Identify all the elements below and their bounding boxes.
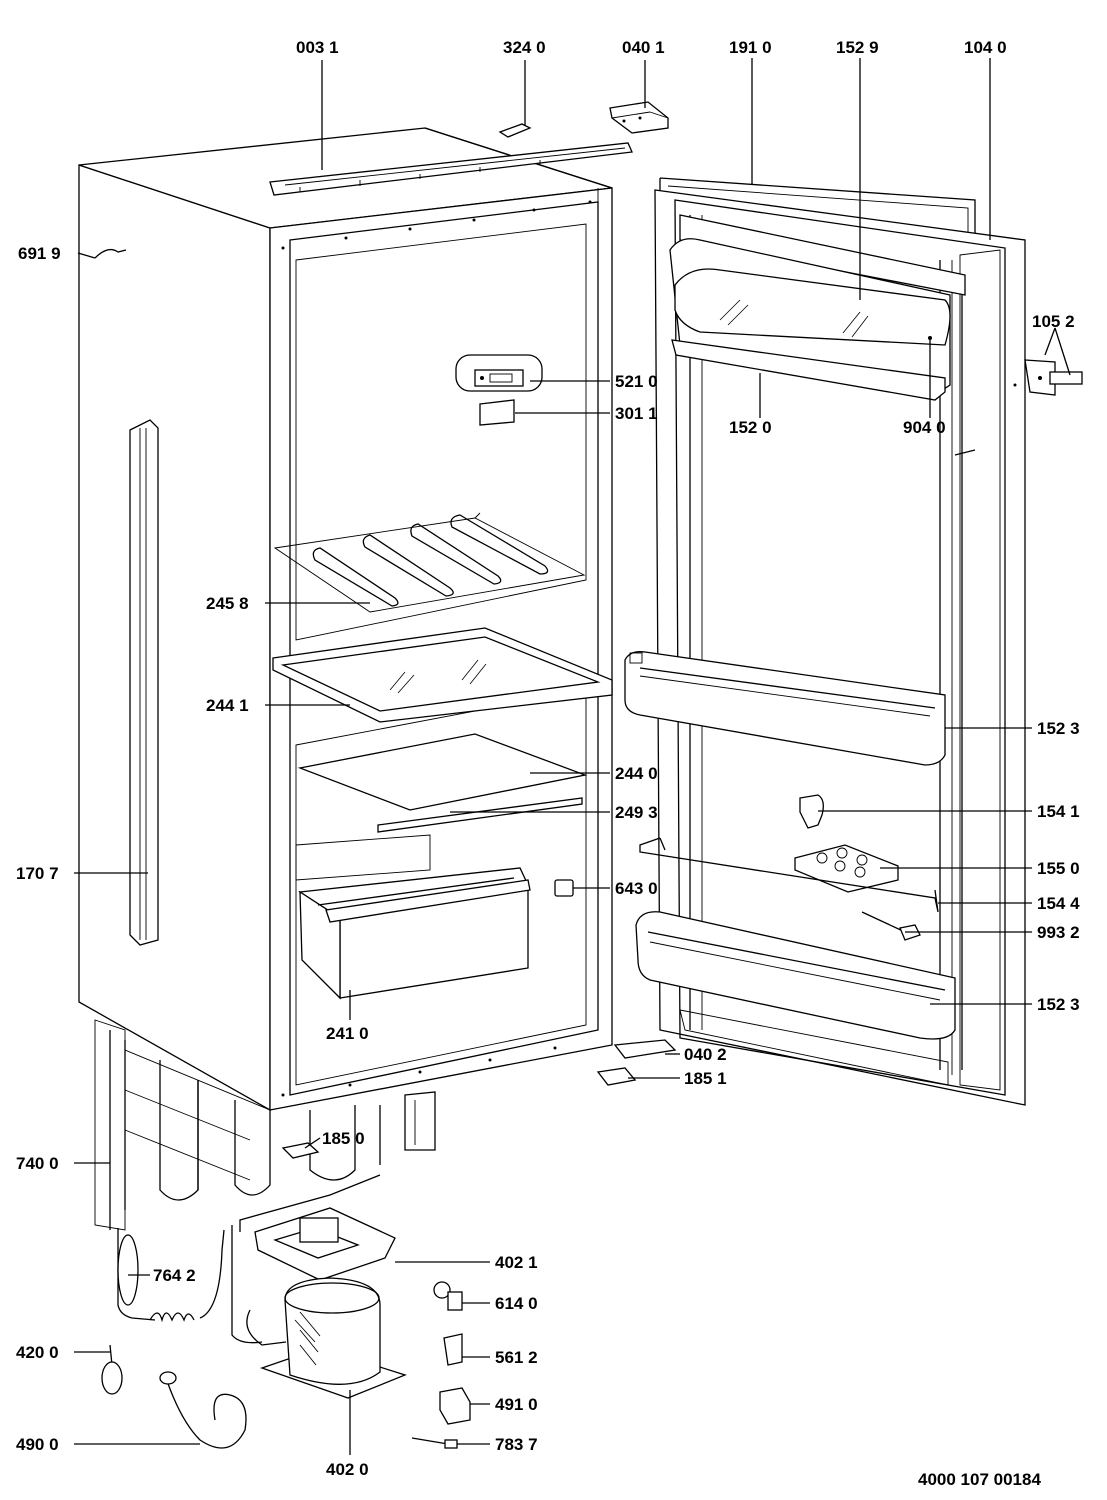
top-trim-strip [269, 142, 633, 196]
light-switch-part [554, 879, 574, 897]
shelf-trim-strip [377, 797, 583, 833]
label-2493: 249 3 [615, 803, 658, 822]
label-6919: 691 9 [18, 244, 61, 263]
leader-lines [74, 58, 1071, 1455]
label-6430: 643 0 [615, 879, 658, 898]
label-6140: 614 0 [495, 1294, 538, 1313]
label-4910: 491 0 [495, 1395, 538, 1414]
lower-hinge-part [1024, 359, 1083, 396]
label-1851: 185 1 [684, 1069, 727, 1088]
hinge-cover-1850 [281, 1142, 320, 1159]
label-2441: 244 1 [206, 696, 249, 715]
terminal-cover [439, 1387, 471, 1425]
overload-protector [443, 1333, 463, 1366]
label-0401: 040 1 [622, 38, 665, 57]
label-5210: 521 0 [615, 372, 658, 391]
hinge-cover-1851 [596, 1067, 637, 1086]
label-0402: 040 2 [684, 1045, 727, 1064]
label-7642: 764 2 [153, 1266, 196, 1285]
dairy-compartment [669, 214, 966, 401]
label-1850: 185 0 [322, 1129, 365, 1148]
label-5612: 561 2 [495, 1348, 538, 1367]
label-3011: 301 1 [615, 404, 658, 423]
label-1541: 154 1 [1037, 802, 1080, 821]
label-4020: 402 0 [326, 1460, 369, 1479]
bottle-retainer-bar [639, 837, 939, 913]
label-2458: 245 8 [206, 594, 249, 613]
label-1707: 170 7 [16, 864, 59, 883]
plug-icon [159, 1371, 177, 1385]
label-1520: 152 0 [729, 418, 772, 437]
label-1910: 191 0 [729, 38, 772, 57]
part-labels: 003 1 324 0 040 1 191 0 152 9 104 0 691 … [16, 38, 1080, 1489]
label-1523-lower: 152 3 [1037, 995, 1080, 1014]
label-3240: 324 0 [503, 38, 546, 57]
label-1052: 105 2 [1032, 312, 1075, 331]
label-4021: 402 1 [495, 1253, 538, 1272]
label-1529: 152 9 [836, 38, 879, 57]
evaporator-wire-shelf [273, 512, 586, 613]
label-1544: 154 4 [1037, 894, 1080, 913]
compressor [246, 1277, 407, 1399]
label-1523-upper: 152 3 [1037, 719, 1080, 738]
capacitor [101, 1344, 123, 1395]
crisper-drawer [298, 867, 531, 1000]
drawing-number: 4000 107 00184 [918, 1470, 1041, 1489]
cable-clip-part [411, 1437, 458, 1449]
glass-shelf-with-frame [272, 627, 613, 723]
top-hinge-part [609, 101, 669, 134]
condenser-grid [94, 1019, 436, 1231]
bottle-clip-part [799, 794, 824, 829]
label-0031: 003 1 [296, 38, 339, 57]
thermostat-housing [455, 354, 543, 392]
label-7837: 783 7 [495, 1435, 538, 1454]
label-1550: 155 0 [1037, 859, 1080, 878]
side-drain-channel [129, 419, 159, 946]
label-7400: 740 0 [16, 1154, 59, 1173]
rating-plate [479, 399, 515, 426]
label-2410: 241 0 [326, 1024, 369, 1043]
door-assembly [654, 177, 1026, 1106]
door-bin-lower [635, 911, 956, 1040]
label-1040: 104 0 [964, 38, 1007, 57]
side-plug-part [94, 248, 127, 259]
power-cord [164, 1374, 247, 1449]
hinge-cover-part [498, 123, 532, 138]
door-bin-upper [624, 651, 946, 766]
glass-shelf-plate [297, 733, 588, 811]
relay-part [433, 1281, 463, 1311]
label-4900: 490 0 [16, 1435, 59, 1454]
frame-dots [281, 200, 592, 1097]
label-9932: 993 2 [1037, 923, 1080, 942]
label-4200: 420 0 [16, 1343, 59, 1362]
bottom-hinge-part [613, 1039, 677, 1059]
label-9040: 904 0 [903, 418, 946, 437]
capillary-tube-sensor [117, 1228, 225, 1323]
door-switch-lever [861, 911, 921, 941]
compressor-mount-tray [254, 1207, 396, 1281]
label-2440: 244 0 [615, 764, 658, 783]
